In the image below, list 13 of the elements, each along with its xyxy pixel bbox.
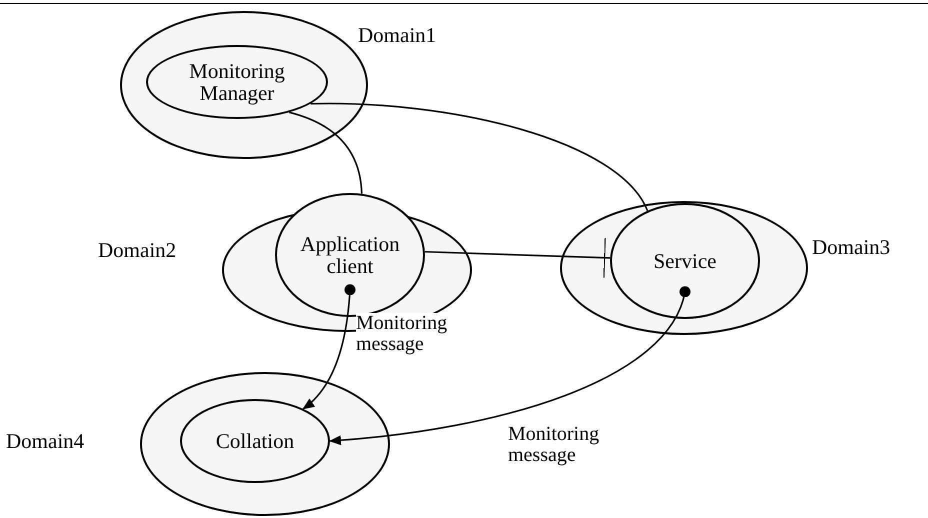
connector-line [310,102,648,212]
node-label: Service [652,250,718,272]
domain-label: Domain2 [98,237,176,264]
connector-line [424,236,610,279]
domain-label: Domain3 [812,234,890,260]
node-label: Application client [299,232,401,278]
node-label: Monitoring Manager [188,60,286,104]
node-label: Collation [214,430,296,452]
arrow [329,286,690,446]
connector-line [288,112,363,194]
domain-label: Domain4 [6,428,84,454]
domain-label: Domain1 [358,22,436,48]
arrow [302,284,356,410]
